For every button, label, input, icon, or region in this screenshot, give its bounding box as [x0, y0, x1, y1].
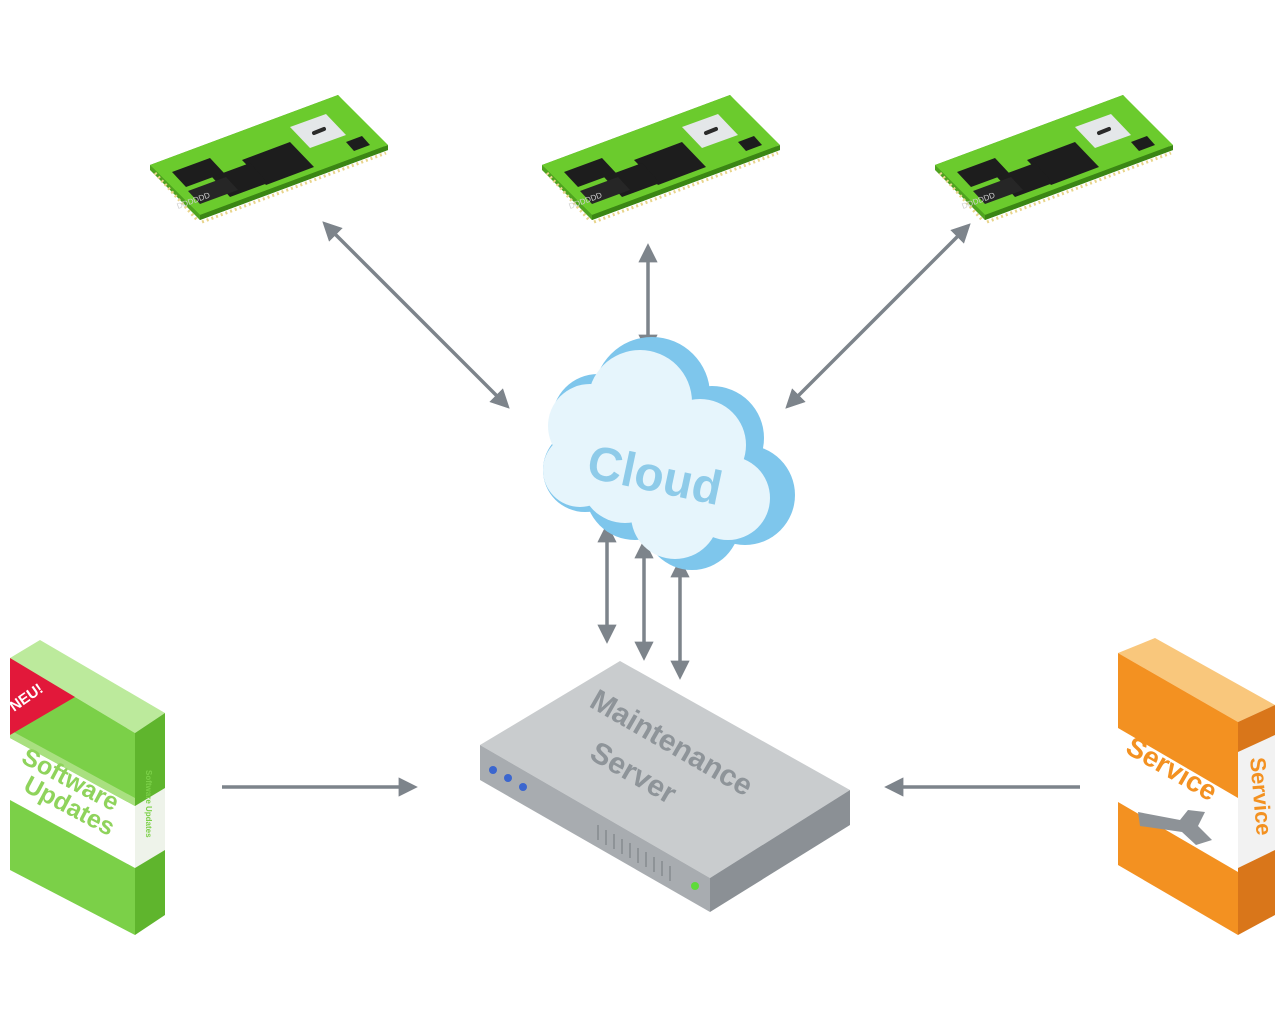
- maintenance-server: Maintenance Server: [480, 661, 850, 912]
- arrow-module3-cloud: [785, 223, 971, 409]
- wrench-icon: [1138, 810, 1212, 845]
- neu-badge: [10, 658, 75, 735]
- software-updates-box: NEU! Software Updates Software Updates: [7, 640, 165, 935]
- arrow-module1-cloud: [322, 221, 510, 409]
- server-status-led: [691, 882, 699, 890]
- server-led-2: [504, 774, 512, 782]
- server-led-3: [519, 783, 527, 791]
- module-3: DDDDDD: [933, 93, 1175, 224]
- server-led-1: [489, 766, 497, 774]
- connection-arrows: [222, 221, 1080, 797]
- module-1: DDDDDD: [148, 93, 390, 224]
- service-box: Service Service: [1118, 638, 1277, 935]
- module-2: DDDDDD: [540, 93, 782, 224]
- software-box-spine: Software Updates: [144, 770, 153, 838]
- cloud: Cloud: [543, 337, 795, 570]
